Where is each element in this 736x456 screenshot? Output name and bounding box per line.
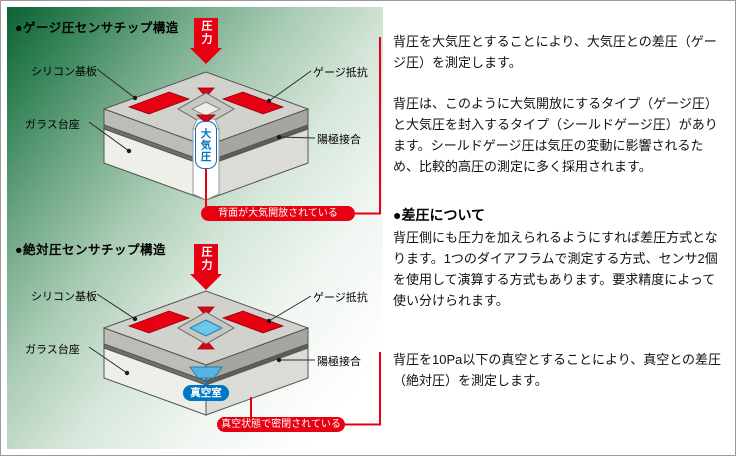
silicon-substrate-label-absolute: シリコン基板: [31, 291, 97, 303]
pressure-label-box: [194, 18, 218, 48]
absolute-explanation-text: 背圧を10Pa以下の真空とすることにより、真空との差圧（絶対圧）を測定します。: [393, 352, 722, 389]
resistor-callout-line: [268, 70, 312, 102]
absolute-section-title: ●絶対圧センサチップ構造: [15, 243, 167, 257]
absolute-callout-lines: [88, 293, 315, 374]
anodic-bonding-label-gauge: 陽極接合: [317, 134, 361, 146]
gauge-section-title: ●ゲージ圧センサチップ構造: [15, 21, 179, 35]
absolute-callout-dots: [124, 316, 282, 376]
callout-dot: [276, 134, 282, 140]
down-arrow-icon: [190, 274, 222, 290]
pressure-label-gauge: 圧力: [200, 20, 212, 46]
silicon-callout-line: [96, 293, 136, 320]
absolute-chip: [102, 290, 310, 416]
callout-dot: [124, 370, 130, 376]
sealed-gauge-explanation-text: 背圧は、このように大気開放にするタイプ（ゲージ圧）と大気圧を封入するタイプ（シー…: [393, 96, 718, 175]
gauge-resistor-label-gauge: ゲージ抵抗: [313, 67, 368, 79]
absolute-resistor-left: [127, 310, 191, 334]
glass-base-label-gauge: ガラス台座: [25, 119, 80, 131]
absolute-diaphragm-center: [188, 319, 224, 337]
absolute-resistor-right: [221, 310, 285, 334]
absolute-text-connector-line: [345, 352, 381, 426]
callout-dot: [266, 318, 272, 324]
open-back-badge: 背面が大気開放されている: [201, 206, 355, 221]
vacuum-chamber: [189, 366, 223, 379]
callout-dot: [132, 95, 138, 101]
gauge-chip: [102, 71, 310, 201]
callout-dot: [132, 316, 138, 322]
gauge-resistor-right: [221, 91, 285, 115]
glass-callout-line: [88, 346, 128, 374]
gauge-resistors: [127, 87, 285, 115]
callout-dot: [126, 148, 132, 154]
down-arrow-icon: [190, 48, 222, 64]
gauge-pressure-arrow: [190, 18, 222, 64]
glass-callout-line: [88, 121, 130, 152]
absolute-pressure-arrow: [190, 244, 222, 290]
pressure-label-absolute: 圧力: [200, 246, 212, 272]
differential-pressure-text: 背圧側にも圧力を加えられるようにすれば差圧方式となります。1つのダイアフラムで測…: [393, 230, 718, 309]
bonding-callout-line: [278, 136, 316, 139]
differential-pressure-heading: ●差圧について: [393, 207, 486, 223]
gauge-explanation-text: 背圧を大気圧とすることにより、大気圧との差圧（ゲージ圧）を測定します。: [393, 34, 717, 71]
pressure-label-box: [194, 244, 218, 274]
gauge-callout-lines: [88, 68, 316, 152]
gauge-resistor-label-absolute: ゲージ抵抗: [313, 292, 368, 304]
gauge-resistor-bottom: [195, 114, 217, 124]
gauge-resistor-left: [127, 91, 191, 115]
glass-base-label-absolute: ガラス台座: [25, 344, 80, 356]
atmosphere-cavity-label: 大気圧: [195, 121, 217, 169]
callout-dot: [276, 357, 282, 363]
absolute-glass-right-face: [205, 347, 309, 416]
gauge-text-connector-line: [355, 37, 381, 215]
gauge-callout-dots: [126, 95, 282, 154]
anodic-bonding-label-absolute: 陽極接合: [317, 356, 361, 368]
callout-dot: [266, 98, 272, 104]
silicon-callout-line: [96, 68, 136, 99]
sealed-vacuum-badge: 真空状態で密閉されている: [217, 417, 345, 432]
resistor-callout-line: [268, 295, 312, 322]
silicon-substrate-label-gauge: シリコン基板: [31, 66, 97, 78]
vacuum-chamber-label: 真空室: [183, 385, 229, 401]
